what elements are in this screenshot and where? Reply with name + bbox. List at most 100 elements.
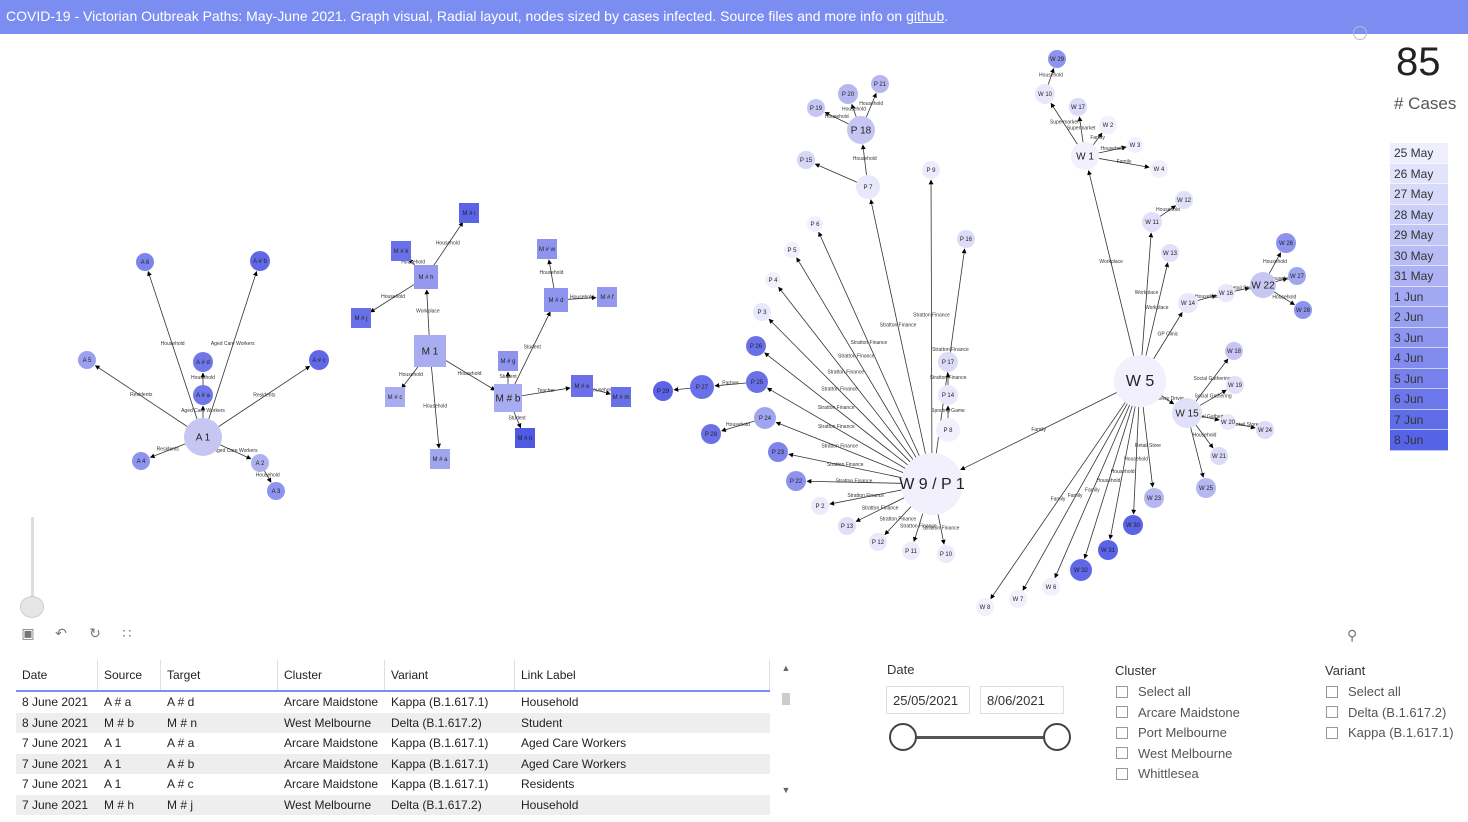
date-legend-item[interactable]: 26 May: [1390, 163, 1448, 184]
column-header-variant[interactable]: Variant: [385, 660, 515, 690]
column-header-date[interactable]: Date: [16, 660, 98, 690]
node-w21[interactable]: W 21: [1210, 447, 1228, 465]
node-shape[interactable]: [807, 99, 825, 117]
node-shape[interactable]: [1175, 191, 1193, 209]
node-shape[interactable]: [1217, 284, 1235, 302]
node-shape[interactable]: [1099, 116, 1117, 134]
node-w30[interactable]: W 30: [1123, 515, 1143, 535]
option-kappa-b-1-617-1[interactable]: Kappa (B.1.617.1): [1326, 725, 1454, 740]
date-legend-item[interactable]: 29 May: [1390, 225, 1448, 246]
node-p18[interactable]: P 18: [847, 116, 875, 144]
node-shape[interactable]: [847, 116, 875, 144]
option-arcare-maidstone[interactable]: Arcare Maidstone: [1116, 705, 1240, 720]
node-w2[interactable]: W 2: [1099, 116, 1117, 134]
node-shape[interactable]: [1220, 414, 1236, 430]
checkbox[interactable]: [1326, 685, 1338, 698]
node-shape[interactable]: [1070, 559, 1092, 581]
date-legend-item[interactable]: 5 Jun: [1390, 368, 1448, 389]
option-select-all[interactable]: Select all: [1326, 684, 1401, 699]
node-shape[interactable]: [768, 442, 788, 462]
node-w29[interactable]: W 29: [1048, 50, 1066, 68]
node-shape[interactable]: [132, 452, 150, 470]
column-header-link-label[interactable]: Link Label: [515, 660, 770, 690]
info-icon[interactable]: [1353, 26, 1367, 40]
node-shape[interactable]: [957, 230, 975, 248]
node-a5[interactable]: A 5: [78, 351, 96, 369]
node-p10[interactable]: P 10: [937, 545, 955, 563]
scroll-up-icon[interactable]: ▲: [781, 663, 791, 673]
date-range-track[interactable]: [903, 736, 1058, 739]
date-range-start-handle[interactable]: [889, 723, 917, 751]
node-shape[interactable]: [1172, 398, 1202, 428]
node-shape[interactable]: [765, 272, 781, 288]
node-w25[interactable]: W 25: [1196, 478, 1216, 498]
checkbox[interactable]: [1326, 726, 1338, 739]
checkbox[interactable]: [1326, 706, 1338, 718]
node-p14[interactable]: P 14: [938, 385, 958, 405]
node-shape[interactable]: [1035, 84, 1055, 104]
node-shape[interactable]: [1144, 488, 1164, 508]
node-m-m[interactable]: M # m: [611, 387, 631, 407]
node-p3[interactable]: P 3: [753, 303, 771, 321]
node-w19[interactable]: W 19: [1226, 376, 1244, 394]
date-legend-item[interactable]: 6 Jun: [1390, 389, 1448, 410]
node-shape[interactable]: [414, 335, 446, 367]
node-p12[interactable]: P 12: [869, 533, 887, 551]
node-p21[interactable]: P 21: [871, 75, 889, 93]
node-shape[interactable]: [193, 385, 213, 405]
node-shape[interactable]: [746, 371, 768, 393]
node-shape[interactable]: [1250, 272, 1276, 298]
node-m-n[interactable]: M # n: [515, 428, 535, 448]
node-w1[interactable]: W 1: [1071, 142, 1099, 170]
column-header-cluster[interactable]: Cluster: [278, 660, 385, 690]
end-date-input[interactable]: 8/06/2021: [980, 686, 1064, 714]
node-p9[interactable]: P 9: [922, 161, 940, 179]
node-shape[interactable]: [746, 336, 766, 356]
node-shape[interactable]: [936, 418, 960, 442]
node-p15[interactable]: P 15: [797, 151, 815, 169]
checkbox[interactable]: [1116, 706, 1128, 718]
node-p4[interactable]: P 4: [765, 272, 781, 288]
node-w20[interactable]: W 20: [1220, 414, 1236, 430]
node-w7[interactable]: W 7: [1009, 590, 1027, 608]
node-shape[interactable]: [515, 428, 535, 448]
start-date-input[interactable]: 25/05/2021: [886, 686, 970, 714]
node-shape[interactable]: [754, 407, 776, 429]
node-shape[interactable]: [902, 542, 920, 560]
node-p25[interactable]: P 25: [746, 371, 768, 393]
zoom-slider-track[interactable]: [31, 517, 34, 607]
node-shape[interactable]: [1150, 160, 1168, 178]
node-m-w[interactable]: M # w: [537, 239, 557, 259]
node-shape[interactable]: [267, 482, 285, 500]
node-shape[interactable]: [544, 288, 568, 312]
node-shape[interactable]: [653, 381, 673, 401]
node-shape[interactable]: [250, 251, 270, 271]
node-p16[interactable]: P 16: [957, 230, 975, 248]
date-legend-item[interactable]: 3 Jun: [1390, 327, 1448, 348]
node-m-c[interactable]: M # c: [385, 387, 405, 407]
node-shape[interactable]: [498, 351, 518, 371]
node-w9p1[interactable]: W 9 / P 1: [899, 453, 965, 515]
node-shape[interactable]: [251, 454, 269, 472]
node-shape[interactable]: [494, 384, 522, 412]
node-shape[interactable]: [784, 242, 800, 258]
node-p7[interactable]: P 7: [856, 175, 880, 199]
node-shape[interactable]: [1042, 578, 1060, 596]
node-a-d[interactable]: A # d: [193, 352, 213, 372]
checkbox[interactable]: [1116, 726, 1128, 739]
date-legend-item[interactable]: 27 May: [1390, 184, 1448, 205]
node-w23[interactable]: W 23: [1144, 488, 1164, 508]
node-p6[interactable]: P 6: [807, 216, 823, 232]
node-shape[interactable]: [571, 375, 593, 397]
node-p24[interactable]: P 24: [754, 407, 776, 429]
node-shape[interactable]: [938, 352, 958, 372]
node-w26[interactable]: W 26: [1276, 233, 1296, 253]
node-m-k[interactable]: M # k: [391, 241, 411, 261]
node-p20[interactable]: P 20: [838, 84, 858, 104]
node-shape[interactable]: [391, 241, 411, 261]
node-w13[interactable]: W 13: [1161, 244, 1179, 262]
option-west-melbourne[interactable]: West Melbourne: [1116, 746, 1232, 761]
date-legend-item[interactable]: 30 May: [1390, 245, 1448, 266]
